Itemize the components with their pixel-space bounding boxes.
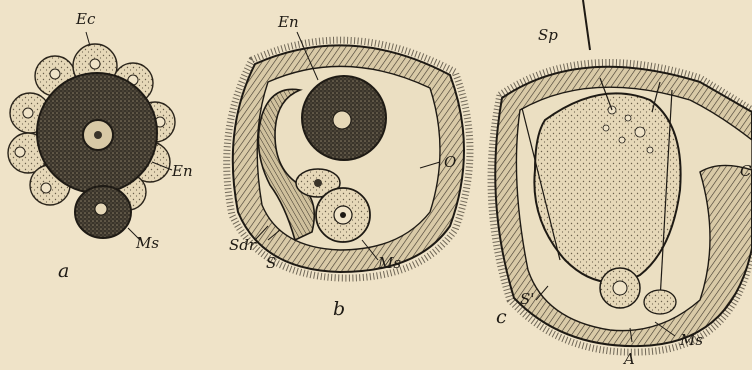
label-septum-c: S' (520, 292, 534, 307)
label-mesoderm-b: Ms (378, 256, 401, 271)
label-mesoderm-c: Ms (680, 333, 703, 348)
label-anus-c: A (624, 352, 635, 367)
label-outer-b: O (444, 155, 456, 170)
caption-c: c (496, 308, 507, 327)
panel-a-drawing (8, 32, 175, 240)
label-edge-c: C (740, 164, 751, 179)
label-mesoderm-a: Ms (136, 236, 159, 251)
label-endoderm-b: En (278, 15, 299, 30)
label-ectoderm-a: Ec (76, 12, 95, 27)
label-septum-b: S (266, 256, 276, 271)
caption-a: a (58, 262, 69, 281)
caption-b: b (333, 300, 345, 319)
label-endoderm-a: En (172, 164, 193, 179)
panel-b-drawing (227, 32, 470, 278)
label-septum-dr-b: Sdr (229, 238, 256, 253)
label-spine-c: Sp (538, 28, 558, 43)
